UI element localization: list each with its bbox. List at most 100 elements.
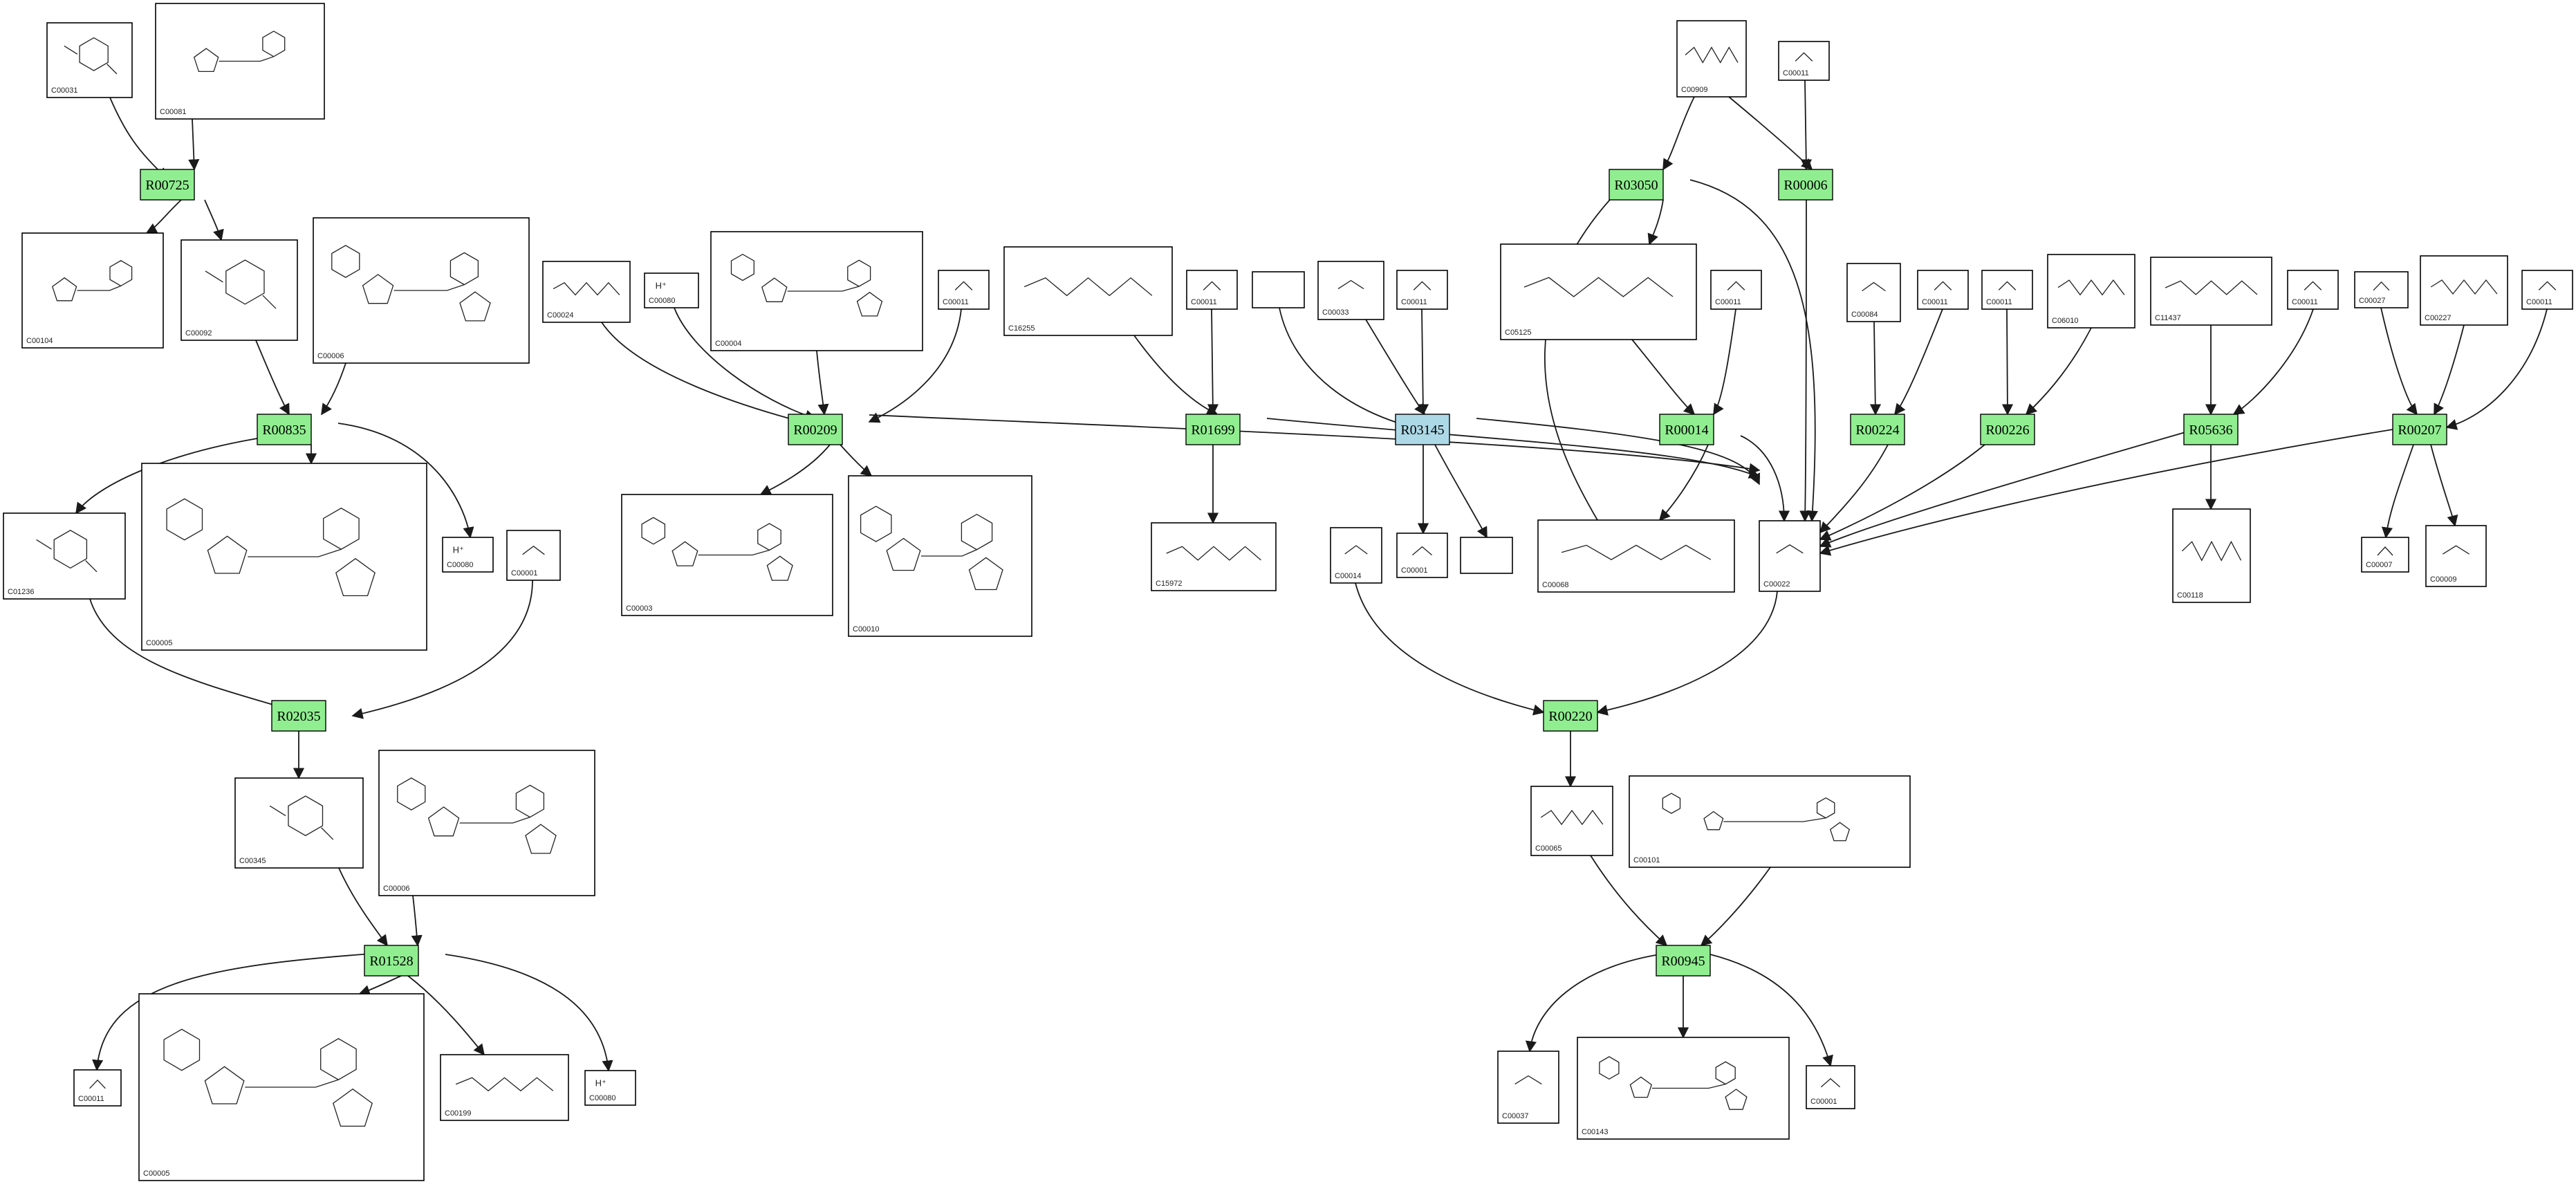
compound-c00101[interactable]: C00101 [1629,775,1911,868]
compound-c00118[interactable]: C00118 [2172,508,2251,603]
reaction-r01699[interactable]: R01699 [1185,414,1241,445]
compound-c00037[interactable]: C00037 [1497,1051,1559,1124]
compound-unlabeled[interactable] [1460,537,1513,574]
reaction-r03145[interactable]: R03145 [1395,414,1450,445]
edge-layer [75,80,2548,1072]
compound-c00068[interactable]: C00068 [1537,519,1735,593]
compound-c00004[interactable]: C00004 [710,231,923,351]
compound-box [2287,270,2339,310]
reaction-r00220[interactable]: R00220 [1543,700,1598,732]
compound-c00024[interactable]: C00024 [542,261,631,323]
compound-c00080[interactable]: H⁺C00080 [644,272,699,308]
compound-c00001[interactable]: C00001 [1806,1065,1855,1109]
bond-glyph [1651,1083,1726,1089]
compound-c11437[interactable]: C11437 [2150,257,2272,326]
reaction-r00226[interactable]: R00226 [1980,414,2035,445]
reaction-r05636[interactable]: R05636 [2183,414,2239,445]
bond-glyph [1820,1077,1841,1088]
compound-unlabeled[interactable] [1252,271,1305,308]
reaction-r03050[interactable]: R03050 [1609,169,1664,201]
compound-c00092[interactable]: C00092 [180,239,298,341]
compound-c00011[interactable]: C00011 [1396,270,1448,310]
reaction-r00014[interactable]: R00014 [1659,414,1714,445]
compound-c00011[interactable]: C00011 [1186,270,1238,310]
compound-label: C00005 [146,639,173,647]
reaction-box [1850,414,1905,445]
chain-glyph [2165,280,2258,295]
compound-c00345[interactable]: C00345 [234,777,364,869]
compound-c00199[interactable]: C00199 [440,1054,569,1121]
compound-c01236[interactable]: C01236 [3,512,126,600]
compound-c15972[interactable]: C15972 [1151,522,1277,591]
bond-glyph [1514,1075,1542,1085]
compound-c00005[interactable]: C00005 [138,993,425,1181]
compound-c06010[interactable]: C06010 [2047,254,2135,329]
ring-glyph [766,555,793,581]
compound-c00011[interactable]: C00011 [2287,270,2339,310]
bond-glyph [1934,281,1952,290]
compound-c05125[interactable]: C05125 [1500,243,1697,340]
compound-c00011[interactable]: C00011 [1710,270,1762,310]
ring-glyph [1629,1076,1652,1098]
edge-34 [1476,418,1760,485]
compound-c00104[interactable]: C00104 [21,232,164,349]
reaction-r00224[interactable]: R00224 [1850,414,1905,445]
compound-c16255[interactable]: C16255 [1003,246,1173,336]
reaction-r00209[interactable]: R00209 [788,414,843,445]
compound-c00007[interactable]: C00007 [2361,537,2409,573]
reaction-r00207[interactable]: R00207 [2392,414,2447,445]
compound-c00005[interactable]: C00005 [141,463,427,651]
bond-glyph [921,549,977,557]
compound-c00080[interactable]: H⁺C00080 [442,537,494,573]
edge-22 [759,444,831,495]
compound-c00010[interactable]: C00010 [848,475,1032,637]
compound-label: C00011 [1922,298,1948,306]
reaction-label: R00014 [1665,423,1708,438]
compound-c00003[interactable]: C00003 [621,494,833,616]
compound-c00022[interactable]: C00022 [1759,520,1821,592]
reaction-r00006[interactable]: R00006 [1778,169,1833,201]
compound-c00227[interactable]: C00227 [2420,255,2508,326]
compound-c00011[interactable]: C00011 [1778,41,1830,81]
reaction-r02035[interactable]: R02035 [271,700,326,732]
compound-label: C00011 [2526,298,2552,306]
edge-17 [445,954,613,1072]
compound-c00065[interactable]: C00065 [1530,786,1613,856]
compound-label: C00011 [1191,298,1217,306]
compound-c00001[interactable]: C00001 [506,530,561,581]
compound-c00006[interactable]: C00006 [378,750,595,896]
edge-44 [1658,444,1709,521]
compound-c00031[interactable]: C00031 [46,22,133,98]
compound-c00011[interactable]: C00011 [938,270,990,310]
compound-c00084[interactable]: C00084 [1846,263,1901,322]
reaction-r00945[interactable]: R00945 [1656,945,1711,977]
reaction-r00725[interactable]: R00725 [140,169,195,201]
compound-c00011[interactable]: C00011 [73,1069,122,1107]
compound-box [1530,786,1613,856]
compound-c00143[interactable]: C00143 [1577,1037,1790,1140]
compound-label: C00022 [1763,580,1790,589]
compound-box [1806,1065,1855,1109]
edge-23 [840,444,873,477]
compound-c00033[interactable]: C00033 [1317,261,1384,320]
edge-1 [188,118,200,171]
reaction-r01528[interactable]: R01528 [364,945,419,977]
compound-c00080[interactable]: H⁺C00080 [584,1070,636,1106]
compound-c00014[interactable]: C00014 [1330,527,1382,584]
compound-c00001[interactable]: C00001 [1396,533,1448,578]
bond-glyph [89,1079,106,1089]
compound-label: C00104 [26,337,53,345]
compound-c00011[interactable]: C00011 [2521,270,2573,310]
reaction-label: R03050 [1614,178,1658,193]
reaction-box [1778,169,1833,201]
compound-c00027[interactable]: C00027 [2354,271,2409,308]
atom-label: H⁺ [656,281,667,291]
compound-c00011[interactable]: C00011 [1981,270,2033,310]
compound-c00909[interactable]: C00909 [1676,20,1747,98]
reaction-r00835[interactable]: R00835 [257,414,312,445]
compound-c00009[interactable]: C00009 [2425,525,2487,587]
compound-c00081[interactable]: C00081 [155,3,325,120]
edge-56 [2380,307,2418,416]
compound-c00011[interactable]: C00011 [1917,270,1969,310]
compound-c00006[interactable]: C00006 [313,217,530,364]
